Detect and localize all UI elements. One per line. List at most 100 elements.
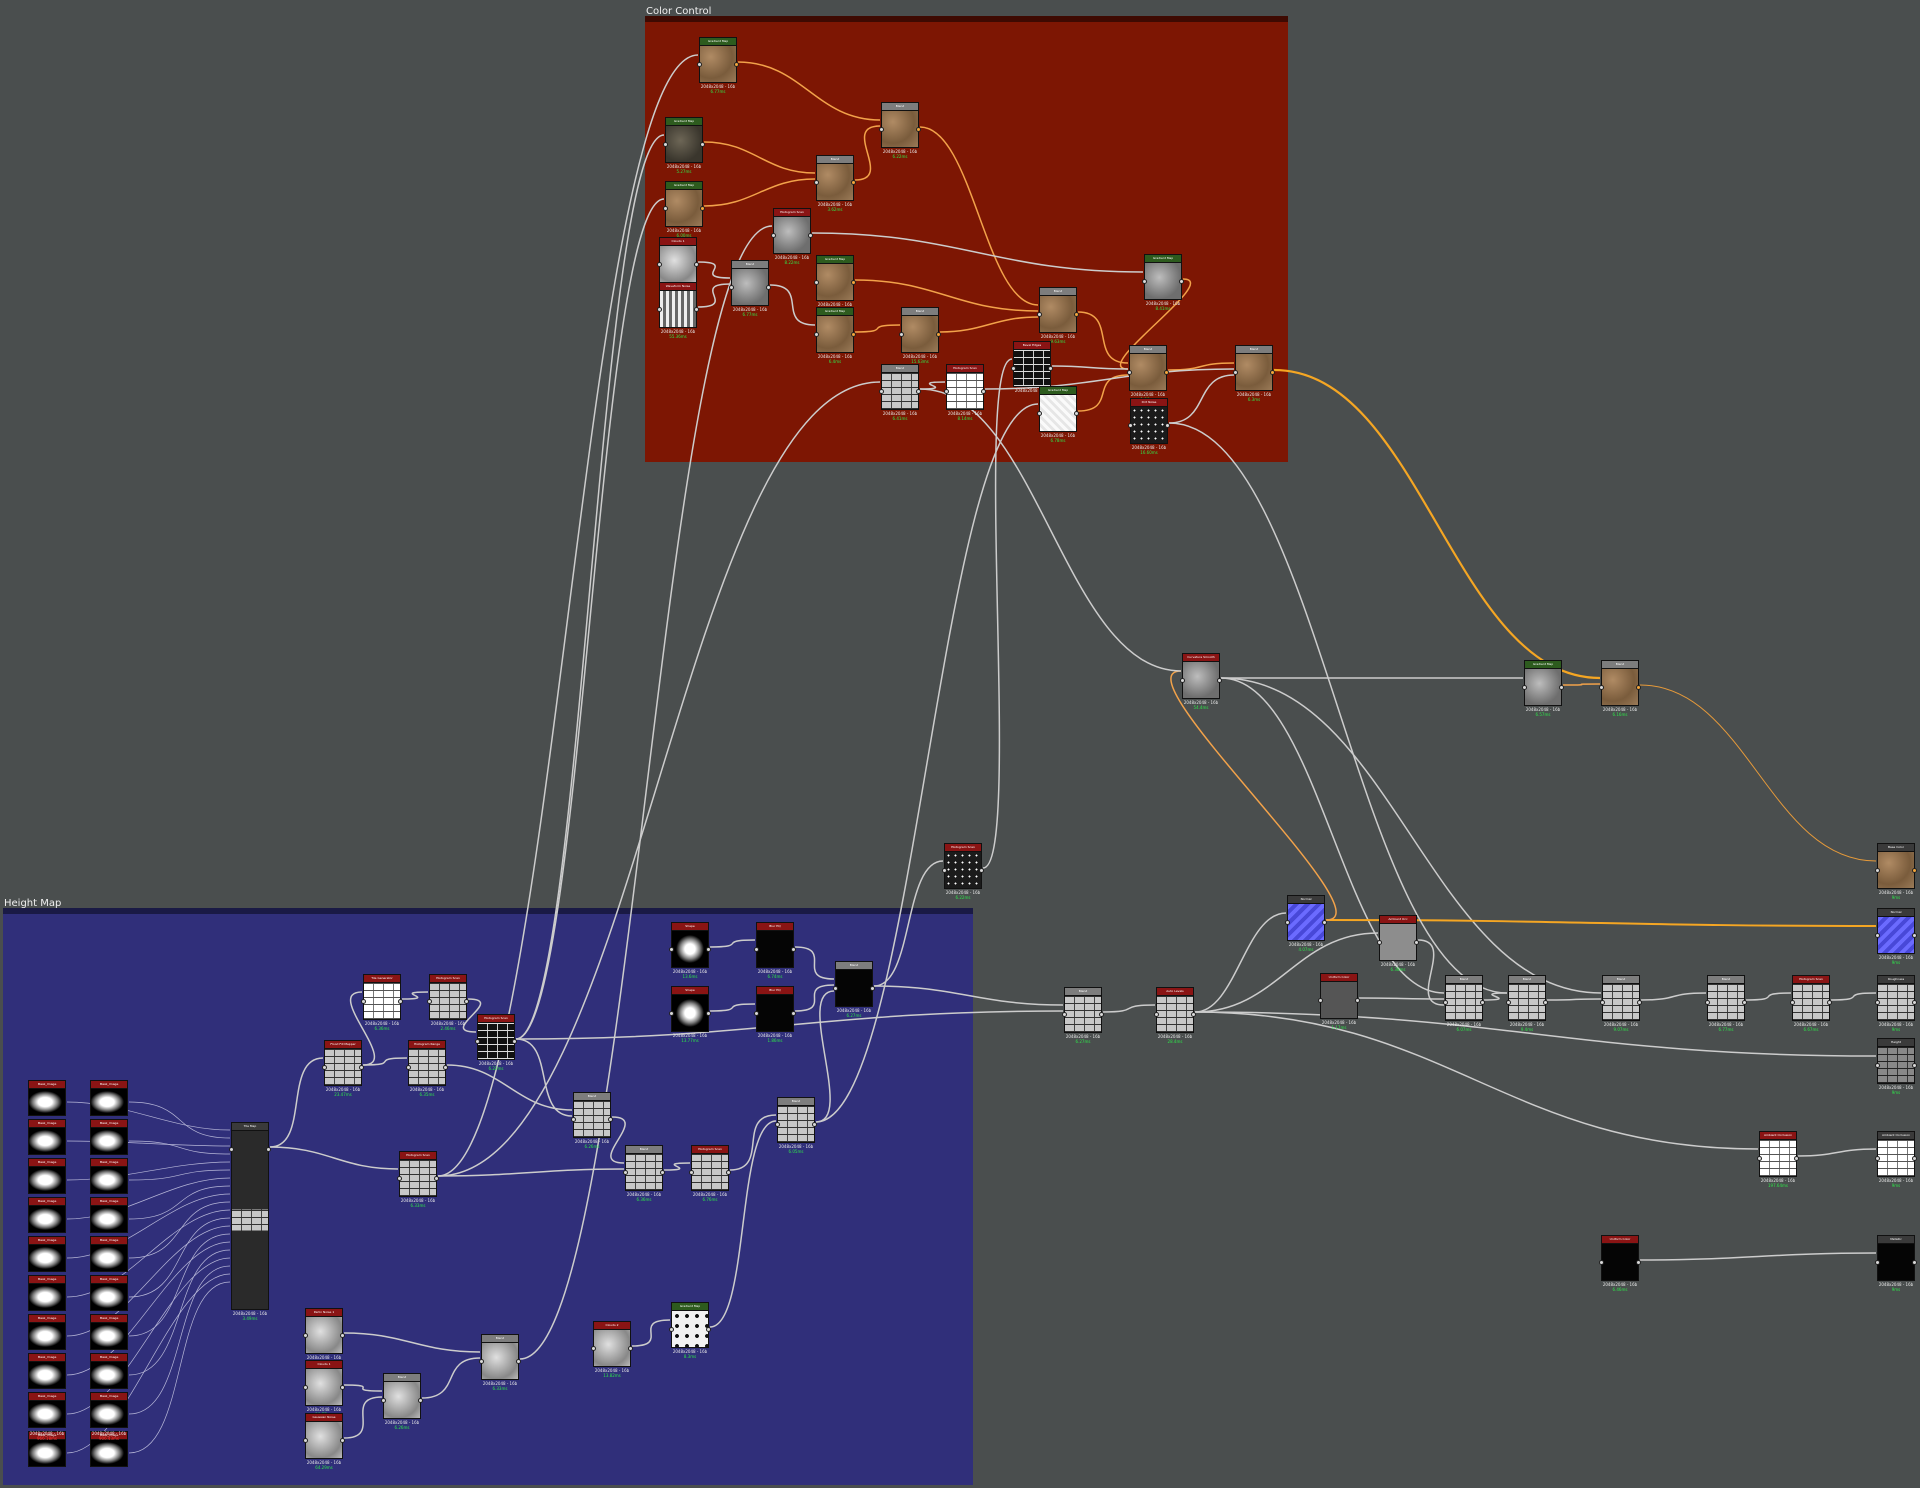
- output-port[interactable]: [359, 1065, 364, 1070]
- output-port[interactable]: [1074, 411, 1079, 416]
- input-port[interactable]: [689, 1170, 694, 1175]
- output-port[interactable]: [791, 1011, 796, 1016]
- input-port[interactable]: [657, 307, 662, 312]
- output-port[interactable]: [340, 1385, 345, 1390]
- mask-node[interactable]: Mask_Image: [28, 1392, 66, 1428]
- output-port[interactable]: [1543, 1000, 1548, 1005]
- output-port[interactable]: [1099, 1012, 1104, 1017]
- input-port[interactable]: [479, 1359, 484, 1364]
- output-port[interactable]: [340, 1333, 345, 1338]
- output-port[interactable]: [1636, 685, 1641, 690]
- output-port[interactable]: [916, 389, 921, 394]
- output-port[interactable]: [1164, 370, 1169, 375]
- output-port[interactable]: [1048, 366, 1053, 371]
- output-port[interactable]: [851, 280, 856, 285]
- output-port[interactable]: [812, 1122, 817, 1127]
- input-port[interactable]: [1127, 370, 1132, 375]
- output-port[interactable]: [694, 262, 699, 267]
- output-port[interactable]: [418, 1398, 423, 1403]
- input-port[interactable]: [697, 62, 702, 67]
- input-port[interactable]: [1037, 411, 1042, 416]
- input-port[interactable]: [1062, 1012, 1067, 1017]
- input-port[interactable]: [361, 999, 366, 1004]
- output-port[interactable]: [443, 1065, 448, 1070]
- output-port[interactable]: [870, 986, 875, 991]
- input-port[interactable]: [771, 233, 776, 238]
- input-port[interactable]: [1875, 933, 1880, 938]
- output-port[interactable]: [660, 1170, 665, 1175]
- input-port[interactable]: [1011, 366, 1016, 371]
- input-port[interactable]: [663, 142, 668, 147]
- mask-node[interactable]: Mask_Image: [90, 1236, 128, 1272]
- output-port[interactable]: [1191, 1012, 1196, 1017]
- mask-node[interactable]: Mask_Image: [28, 1158, 66, 1194]
- input-port[interactable]: [1522, 685, 1527, 690]
- output-port[interactable]: [608, 1117, 613, 1122]
- input-port[interactable]: [942, 868, 947, 873]
- output-port[interactable]: [340, 1438, 345, 1443]
- input-port[interactable]: [814, 332, 819, 337]
- output-port[interactable]: [1559, 685, 1564, 690]
- input-port[interactable]: [1599, 1260, 1604, 1265]
- output-port[interactable]: [1912, 1063, 1917, 1068]
- output-port[interactable]: [266, 1147, 271, 1152]
- input-port[interactable]: [1318, 998, 1323, 1003]
- mask-node[interactable]: Mask_Image: [28, 1431, 66, 1467]
- input-port[interactable]: [669, 1011, 674, 1016]
- mask-node[interactable]: Mask_Image: [28, 1236, 66, 1272]
- mask-node[interactable]: Mask_Image: [90, 1080, 128, 1116]
- mask-node[interactable]: Mask_Image: [90, 1158, 128, 1194]
- output-port[interactable]: [706, 1011, 711, 1016]
- input-port[interactable]: [229, 1147, 234, 1152]
- mask-node[interactable]: Mask_Image: [28, 1314, 66, 1350]
- output-port[interactable]: [398, 999, 403, 1004]
- output-port[interactable]: [1217, 678, 1222, 683]
- input-port[interactable]: [1790, 1000, 1795, 1005]
- output-port[interactable]: [808, 233, 813, 238]
- input-port[interactable]: [303, 1385, 308, 1390]
- output-port[interactable]: [628, 1346, 633, 1351]
- input-port[interactable]: [729, 285, 734, 290]
- output-port[interactable]: [979, 868, 984, 873]
- output-port[interactable]: [700, 142, 705, 147]
- input-port[interactable]: [591, 1346, 596, 1351]
- output-port[interactable]: [1636, 1260, 1641, 1265]
- output-port[interactable]: [706, 1327, 711, 1332]
- output-port[interactable]: [1794, 1156, 1799, 1161]
- input-port[interactable]: [669, 1327, 674, 1332]
- input-port[interactable]: [833, 986, 838, 991]
- output-port[interactable]: [1270, 370, 1275, 375]
- mask-node[interactable]: Mask_Image: [28, 1080, 66, 1116]
- input-port[interactable]: [1705, 1000, 1710, 1005]
- output-port[interactable]: [791, 947, 796, 952]
- input-port[interactable]: [1875, 868, 1880, 873]
- input-port[interactable]: [1875, 1000, 1880, 1005]
- output-port[interactable]: [1912, 1260, 1917, 1265]
- output-port[interactable]: [512, 1039, 517, 1044]
